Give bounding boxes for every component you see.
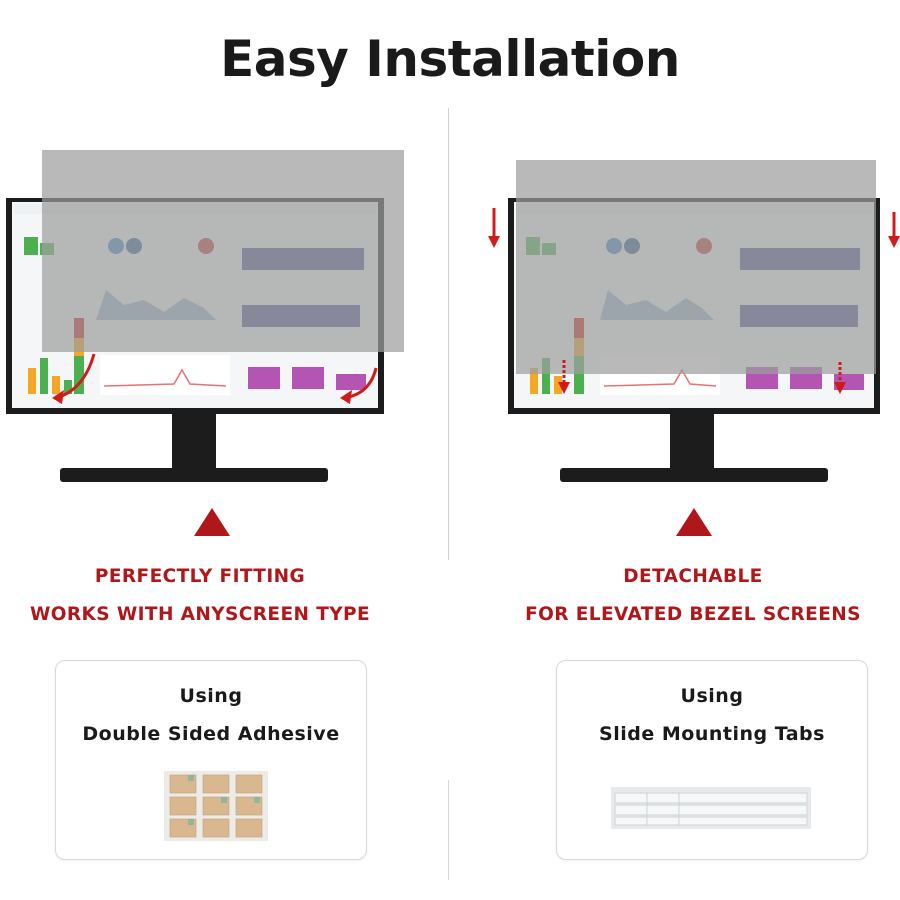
pointer-triangle-left bbox=[194, 508, 230, 536]
caption-right: DETACHABLE FOR ELEVATED BEZEL SCREENS bbox=[468, 558, 900, 634]
monitor-illustration-tabs bbox=[488, 140, 900, 500]
mounting-tabs-icon bbox=[611, 787, 811, 829]
caption-left-line1: PERFECTLY FITTING bbox=[94, 566, 306, 587]
monitor-illustration-adhesive bbox=[4, 140, 444, 500]
adhesive-card: Using Double Sided Adhesive bbox=[55, 660, 367, 860]
caption-left: PERFECTLY FITTING WORKS WITH ANYSCREEN T… bbox=[0, 558, 425, 634]
caption-left-line2: WORKS WITH ANYSCREEN TYPE bbox=[29, 604, 371, 625]
adhesive-pads-icon bbox=[164, 771, 268, 841]
center-divider bbox=[448, 108, 449, 560]
adhesive-card-line2: Double Sided Adhesive bbox=[82, 723, 340, 745]
tabs-card-line2: Slide Mounting Tabs bbox=[599, 723, 825, 745]
caption-right-line2: FOR ELEVATED BEZEL SCREENS bbox=[525, 604, 861, 625]
adhesive-card-line1: Using bbox=[179, 685, 243, 707]
caption-right-line1: DETACHABLE bbox=[623, 566, 763, 587]
tabs-card: Using Slide Mounting Tabs bbox=[556, 660, 868, 860]
page-title: Easy Installation bbox=[220, 30, 680, 88]
tabs-card-line1: Using bbox=[680, 685, 744, 707]
pointer-triangle-right bbox=[676, 508, 712, 536]
center-divider-lower bbox=[448, 780, 449, 880]
